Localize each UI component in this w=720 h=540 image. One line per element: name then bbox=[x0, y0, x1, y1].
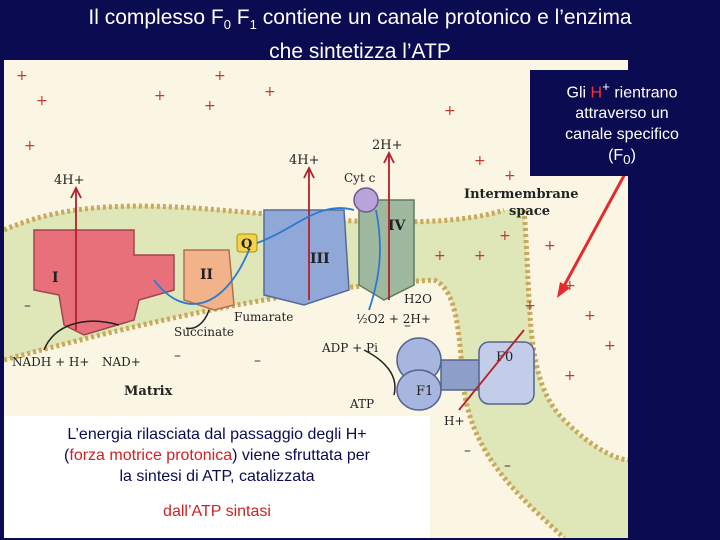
callout-bottom-red-phrase: forza motrice protonica bbox=[69, 447, 233, 464]
svg-text:–: – bbox=[404, 318, 411, 334]
callout-top-line2: attraverso un bbox=[575, 105, 669, 123]
svg-text:+: + bbox=[564, 278, 576, 294]
succinate-arrow bbox=[185, 309, 210, 330]
callout-top-line4b: ) bbox=[630, 147, 636, 165]
electron-path-3 bbox=[368, 209, 381, 311]
membrane-curve-outer bbox=[521, 209, 628, 463]
svg-text:+: + bbox=[204, 98, 216, 114]
adp-atp-arrow bbox=[363, 349, 396, 396]
svg-text:+: + bbox=[36, 93, 48, 109]
callout-top-line3: canale specifico bbox=[565, 126, 679, 144]
intermembrane-label-1: Intermembrane bbox=[464, 187, 579, 202]
callout-bottom-paren-open: ( bbox=[64, 447, 70, 464]
h4-mid-label: 4H+ bbox=[289, 153, 320, 168]
svg-text:–: – bbox=[174, 348, 181, 364]
svg-text:+: + bbox=[544, 238, 556, 254]
h2-label: 2H+ bbox=[372, 138, 403, 153]
pointer-arrow-head bbox=[557, 282, 570, 298]
membrane-head-inner bbox=[4, 277, 435, 363]
callout-bottom-line2-rest: ) viene sfruttata per bbox=[232, 447, 370, 464]
svg-text:–: – bbox=[254, 353, 261, 369]
slide-title: Il complesso F0 F1 contiene un canale pr… bbox=[0, 4, 720, 65]
f0-label: F0 bbox=[496, 350, 513, 365]
callout-bottom-line1: L’energia rilasciata dal passaggio degli… bbox=[67, 426, 367, 443]
svg-text:+: + bbox=[444, 103, 456, 119]
fumarate-label: Fumarate bbox=[234, 310, 293, 324]
callout-top-line4-sub: 0 bbox=[623, 152, 631, 168]
complex-i-shape bbox=[33, 229, 175, 336]
svg-text:+: + bbox=[474, 248, 486, 264]
title-part2: F bbox=[230, 6, 250, 29]
intermembrane-label-2: space bbox=[509, 204, 550, 219]
proton-arrows bbox=[70, 150, 395, 330]
f0-unit bbox=[478, 341, 535, 405]
callout-top-h: H bbox=[590, 84, 603, 102]
callout-bottom-line3: la sintesi di ATP, catalizzata bbox=[119, 468, 315, 485]
callout-proton-reentry: Gli H+ rientrano attraverso un canale sp… bbox=[530, 70, 714, 176]
complex-iii-label: III bbox=[310, 251, 330, 267]
svg-text:+: + bbox=[524, 298, 536, 314]
pointer-arrow-line bbox=[562, 171, 628, 287]
title-sub1: 1 bbox=[249, 17, 257, 33]
svg-text:+: + bbox=[434, 248, 446, 264]
complex-iii-shape bbox=[263, 209, 350, 306]
o2-reaction-label: ½O2 + 2H+ bbox=[356, 312, 431, 326]
svg-text:+: + bbox=[214, 68, 226, 84]
callout-bottom-line4: dall’ATP sintasi bbox=[163, 503, 271, 520]
complex-ii-shape bbox=[183, 249, 235, 311]
q-label: Q bbox=[241, 237, 252, 252]
f1-label: F1 bbox=[416, 384, 433, 399]
svg-text:+: + bbox=[154, 88, 166, 104]
svg-text:–: – bbox=[24, 298, 31, 314]
intermembrane-area bbox=[4, 60, 628, 200]
matrix-label: Matrix bbox=[124, 384, 173, 399]
title-sub0: 0 bbox=[223, 17, 231, 33]
membrane-head-outer bbox=[4, 203, 505, 233]
callout-top-line1b: rientrano bbox=[609, 84, 678, 102]
title-part1: Il complesso F bbox=[88, 6, 224, 29]
complex-iv-shape bbox=[358, 199, 415, 301]
svg-text:+: + bbox=[564, 368, 576, 384]
svg-text:+: + bbox=[24, 138, 36, 154]
adp-label: ADP + Pi bbox=[321, 341, 378, 355]
svg-text:+: + bbox=[504, 168, 516, 184]
minus-signs: – – – – – – bbox=[24, 298, 511, 474]
title-part3: contiene un canale protonico e l’enzima bbox=[256, 6, 632, 29]
svg-text:+: + bbox=[16, 68, 28, 84]
cytochrome-c-circle bbox=[353, 187, 379, 213]
complex-iv-label: IV bbox=[388, 218, 407, 234]
nadh-arrow bbox=[43, 320, 120, 351]
electron-path-1 bbox=[153, 249, 250, 305]
synthase-proton-path bbox=[458, 329, 525, 411]
h2o-label: H2O bbox=[404, 292, 432, 306]
svg-text:+: + bbox=[584, 308, 596, 324]
callout-top-line1a: Gli bbox=[566, 84, 591, 102]
complex-i-label: I bbox=[52, 270, 59, 286]
nadh-label: NADH + H+ bbox=[12, 355, 89, 369]
svg-text:+: + bbox=[499, 228, 511, 244]
succinate-label: Succinate bbox=[174, 325, 234, 339]
callout-top-plus: + bbox=[602, 79, 610, 94]
h-plus-synthase-label: H+ bbox=[444, 414, 465, 428]
electron-path-2 bbox=[256, 207, 355, 244]
svg-text:–: – bbox=[504, 458, 511, 474]
proton-plus-signs: + + + + + + + + + + + + + + + + + + + + bbox=[16, 68, 616, 384]
atp-label: ATP bbox=[349, 397, 374, 411]
svg-text:+: + bbox=[604, 338, 616, 354]
h4-left-label: 4H+ bbox=[54, 173, 85, 188]
callout-top-line4a: (F bbox=[608, 147, 624, 165]
callout-energy-explanation: L’energia rilasciata dal passaggio degli… bbox=[4, 416, 430, 538]
nad-label: NAD+ bbox=[102, 355, 141, 369]
etc-diagram-svg: + + + + + + + + + + + + + + + + + + + + – – – – – – I II II… bbox=[4, 60, 628, 538]
title-line2: che sintetizza l’ATP bbox=[269, 40, 451, 64]
svg-text:–: – bbox=[464, 443, 471, 459]
cyt-c-label: Cyt c bbox=[344, 171, 376, 185]
complex-ii-label: II bbox=[200, 267, 213, 283]
svg-text:+: + bbox=[264, 84, 276, 100]
svg-text:+: + bbox=[474, 153, 486, 169]
